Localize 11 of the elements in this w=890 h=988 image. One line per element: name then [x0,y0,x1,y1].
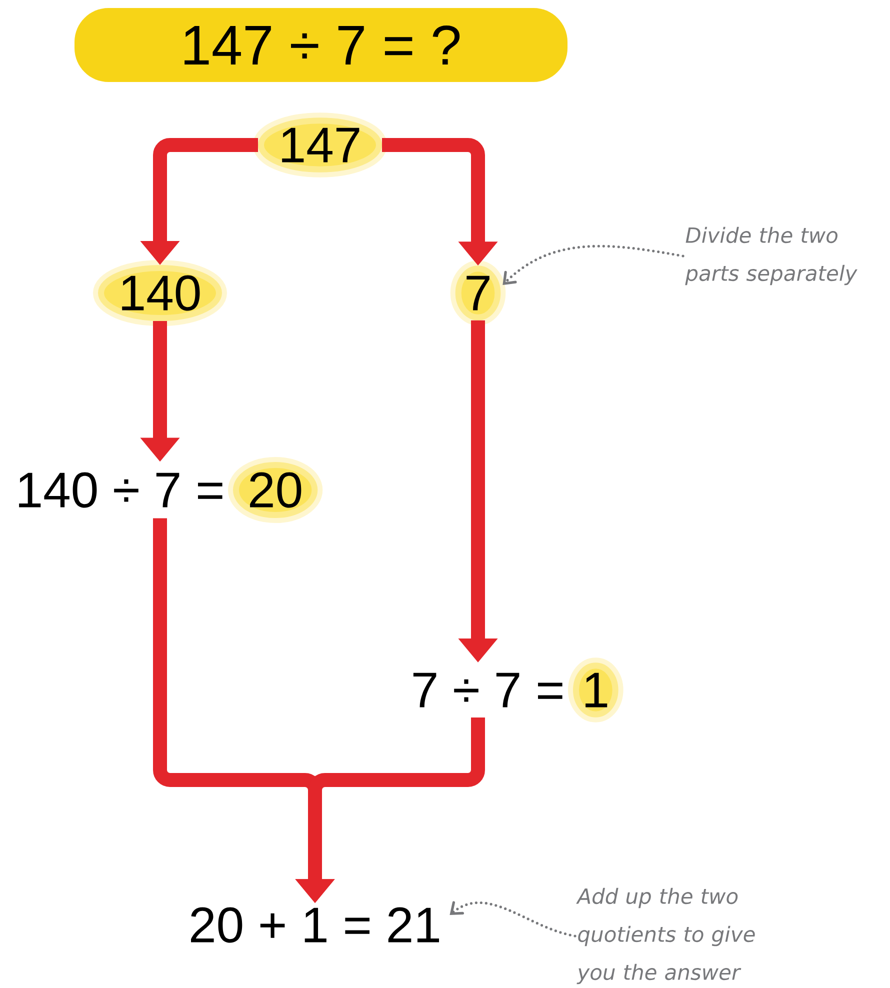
highlighted-number: 140 [93,260,227,326]
title-banner: 147 ÷ 7 = ? [74,8,568,82]
highlighted-number: 7 [450,260,506,326]
leader-line [502,244,684,285]
equation-text: 140 ÷ 7 = 20 [19,456,323,524]
leader-line [450,901,576,938]
highlighted-number: 147 [253,112,387,178]
equation-text: 20 + 1 = 21 [191,907,439,943]
note-text: Add up the two quotients to give you the answer [576,888,755,984]
note-text: Divide the two parts separately [685,226,858,286]
equation-text: 7 ÷ 7 = 1 [413,658,624,722]
